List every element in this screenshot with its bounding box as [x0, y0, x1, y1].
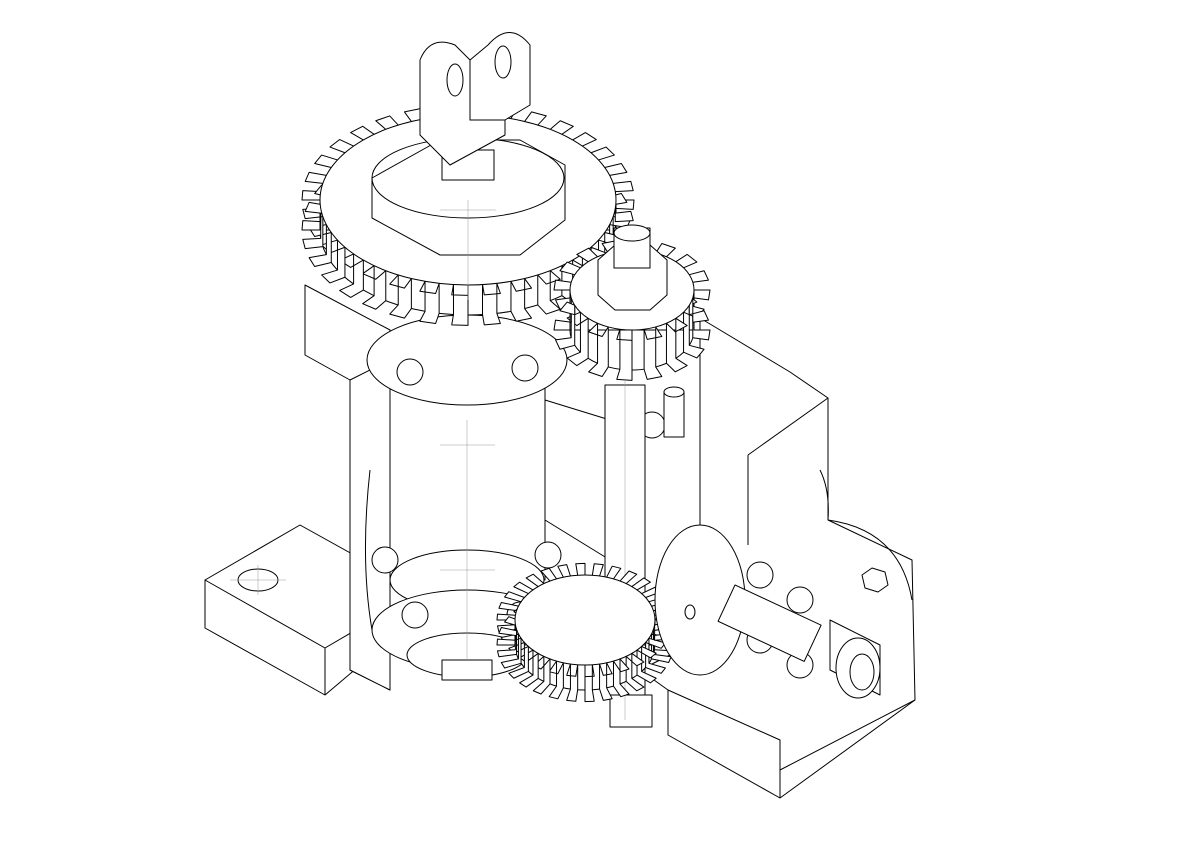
bearing-ball — [746, 561, 774, 589]
gear-tooth — [553, 279, 572, 331]
socket-head-screw — [663, 386, 685, 438]
gear-tooth — [616, 328, 633, 381]
hex-nut — [597, 224, 668, 311]
clevis — [419, 32, 531, 181]
main-housing — [304, 284, 611, 691]
gear-tooth — [554, 297, 576, 350]
bearing-ball — [534, 541, 562, 569]
gear-tooth — [510, 278, 533, 322]
gear-tooth — [419, 280, 440, 325]
gear-tooth — [688, 270, 710, 323]
gear-tooth — [625, 652, 645, 692]
gear-tooth — [389, 274, 412, 319]
gear-tooth — [599, 662, 613, 701]
gear-tooth — [362, 265, 387, 310]
gear-tooth — [548, 660, 564, 700]
bearing-ball — [401, 601, 429, 629]
gear-face — [514, 574, 656, 666]
clevis-hole — [494, 45, 512, 79]
output-shaft — [654, 524, 889, 699]
bevel-gears — [496, 562, 674, 703]
bearing-ball — [371, 546, 399, 574]
clevis-hole — [446, 63, 464, 97]
gear-tooth — [636, 645, 657, 684]
bearing-ball — [396, 358, 424, 386]
gear-tooth — [588, 322, 609, 377]
gear-tooth — [566, 663, 579, 702]
gear-tooth — [302, 207, 324, 250]
gear-tooth — [612, 180, 634, 223]
bearing-ball — [511, 354, 539, 382]
bearing-ball — [786, 586, 814, 614]
gear-tooth — [496, 613, 516, 646]
gear-tooth — [643, 326, 663, 380]
gear-tooth — [612, 658, 630, 698]
gear-tooth — [451, 284, 469, 326]
gear-tooth — [692, 289, 711, 341]
gear-tooth — [339, 253, 364, 298]
gear-tooth — [308, 224, 332, 267]
gear-tooth — [665, 317, 688, 373]
hex-bolt — [861, 567, 889, 593]
gear-tooth — [584, 664, 595, 703]
small-spur-gear — [553, 239, 711, 381]
gear-tooth — [482, 282, 501, 326]
